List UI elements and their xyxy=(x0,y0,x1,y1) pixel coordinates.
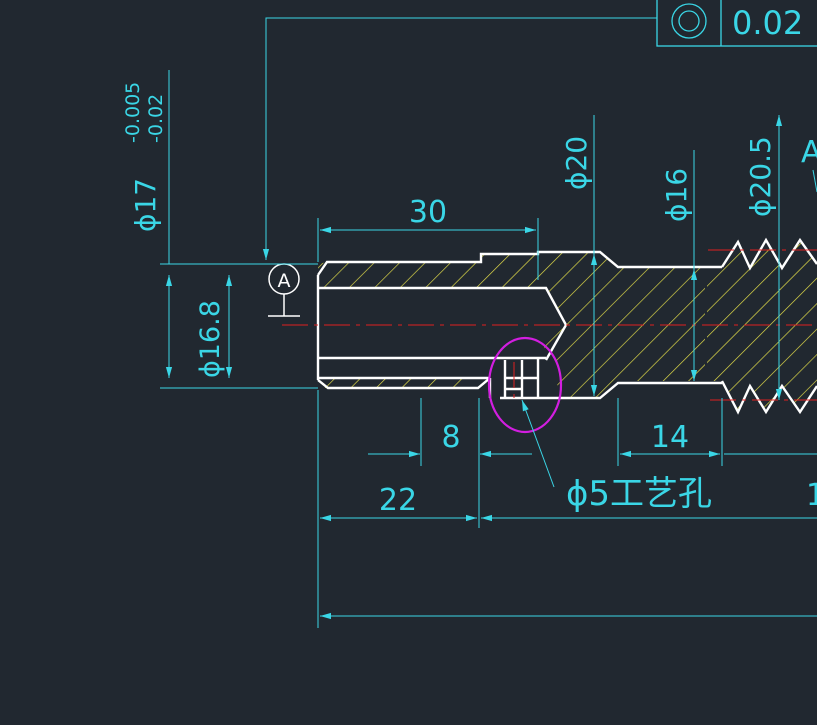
dim-len-14[interactable]: 14 xyxy=(617,398,817,466)
dim-d20[interactable]: ϕ20 xyxy=(560,115,598,396)
section-label-tick xyxy=(812,169,817,193)
fcf-leader xyxy=(262,17,657,260)
dim-d16-8-label: ϕ16.8 xyxy=(195,300,226,378)
dim-d20-5[interactable]: ϕ20.5 xyxy=(744,115,783,400)
dim-d16-8[interactable]: ϕ16.8 xyxy=(195,275,233,378)
feature-control-frame[interactable]: 0.02 xyxy=(262,0,817,260)
dim-len-30[interactable]: 30 xyxy=(317,195,539,280)
outline-bottom-right xyxy=(500,381,722,400)
fcf-tolerance: 0.02 xyxy=(732,4,803,42)
hatch-thread xyxy=(707,240,817,412)
thread-top xyxy=(720,237,817,271)
dim-partial-label: 1 xyxy=(806,478,817,513)
process-hole-highlight xyxy=(487,336,563,434)
dim-d17-lower: -0.02 xyxy=(145,94,167,143)
dim-d20-label: ϕ20 xyxy=(560,136,593,190)
dim-d16-label: ϕ16 xyxy=(660,168,693,222)
dim-d20-5-label: ϕ20.5 xyxy=(744,136,777,217)
datum-symbol[interactable]: A xyxy=(268,263,300,317)
hatch-main-body xyxy=(318,252,705,398)
dim-d16[interactable]: ϕ16 xyxy=(660,150,698,381)
part-outline xyxy=(316,237,817,415)
dim-14-label: 14 xyxy=(651,420,689,455)
dim-len-8[interactable]: 8 xyxy=(368,398,532,528)
fcf-box xyxy=(656,0,817,47)
callout-text: ϕ5工艺孔 xyxy=(566,474,712,514)
section-hatching xyxy=(318,240,817,412)
dim-22-label: 22 xyxy=(379,483,417,518)
thread-bottom xyxy=(720,380,817,415)
process-hole-callout[interactable]: ϕ5工艺孔 xyxy=(521,399,712,514)
datum-label: A xyxy=(278,270,291,292)
dim-len-22[interactable]: 22 xyxy=(317,390,817,628)
dim-30-label: 30 xyxy=(409,195,447,230)
dim-d17-main: ϕ17 xyxy=(129,178,162,232)
hatch-lower-wall xyxy=(320,378,478,388)
centerlines xyxy=(282,249,817,404)
callout-leader xyxy=(521,399,555,488)
dim-d17[interactable]: ϕ17 -0.005 -0.02 xyxy=(122,70,318,389)
bore-top-and-cone xyxy=(318,286,568,361)
section-label: A xyxy=(801,135,817,170)
dim-8-label: 8 xyxy=(441,420,460,455)
concentricity-icon xyxy=(671,3,707,39)
outline-bottom-left xyxy=(317,377,491,390)
dim-d17-upper: -0.005 xyxy=(122,82,144,143)
